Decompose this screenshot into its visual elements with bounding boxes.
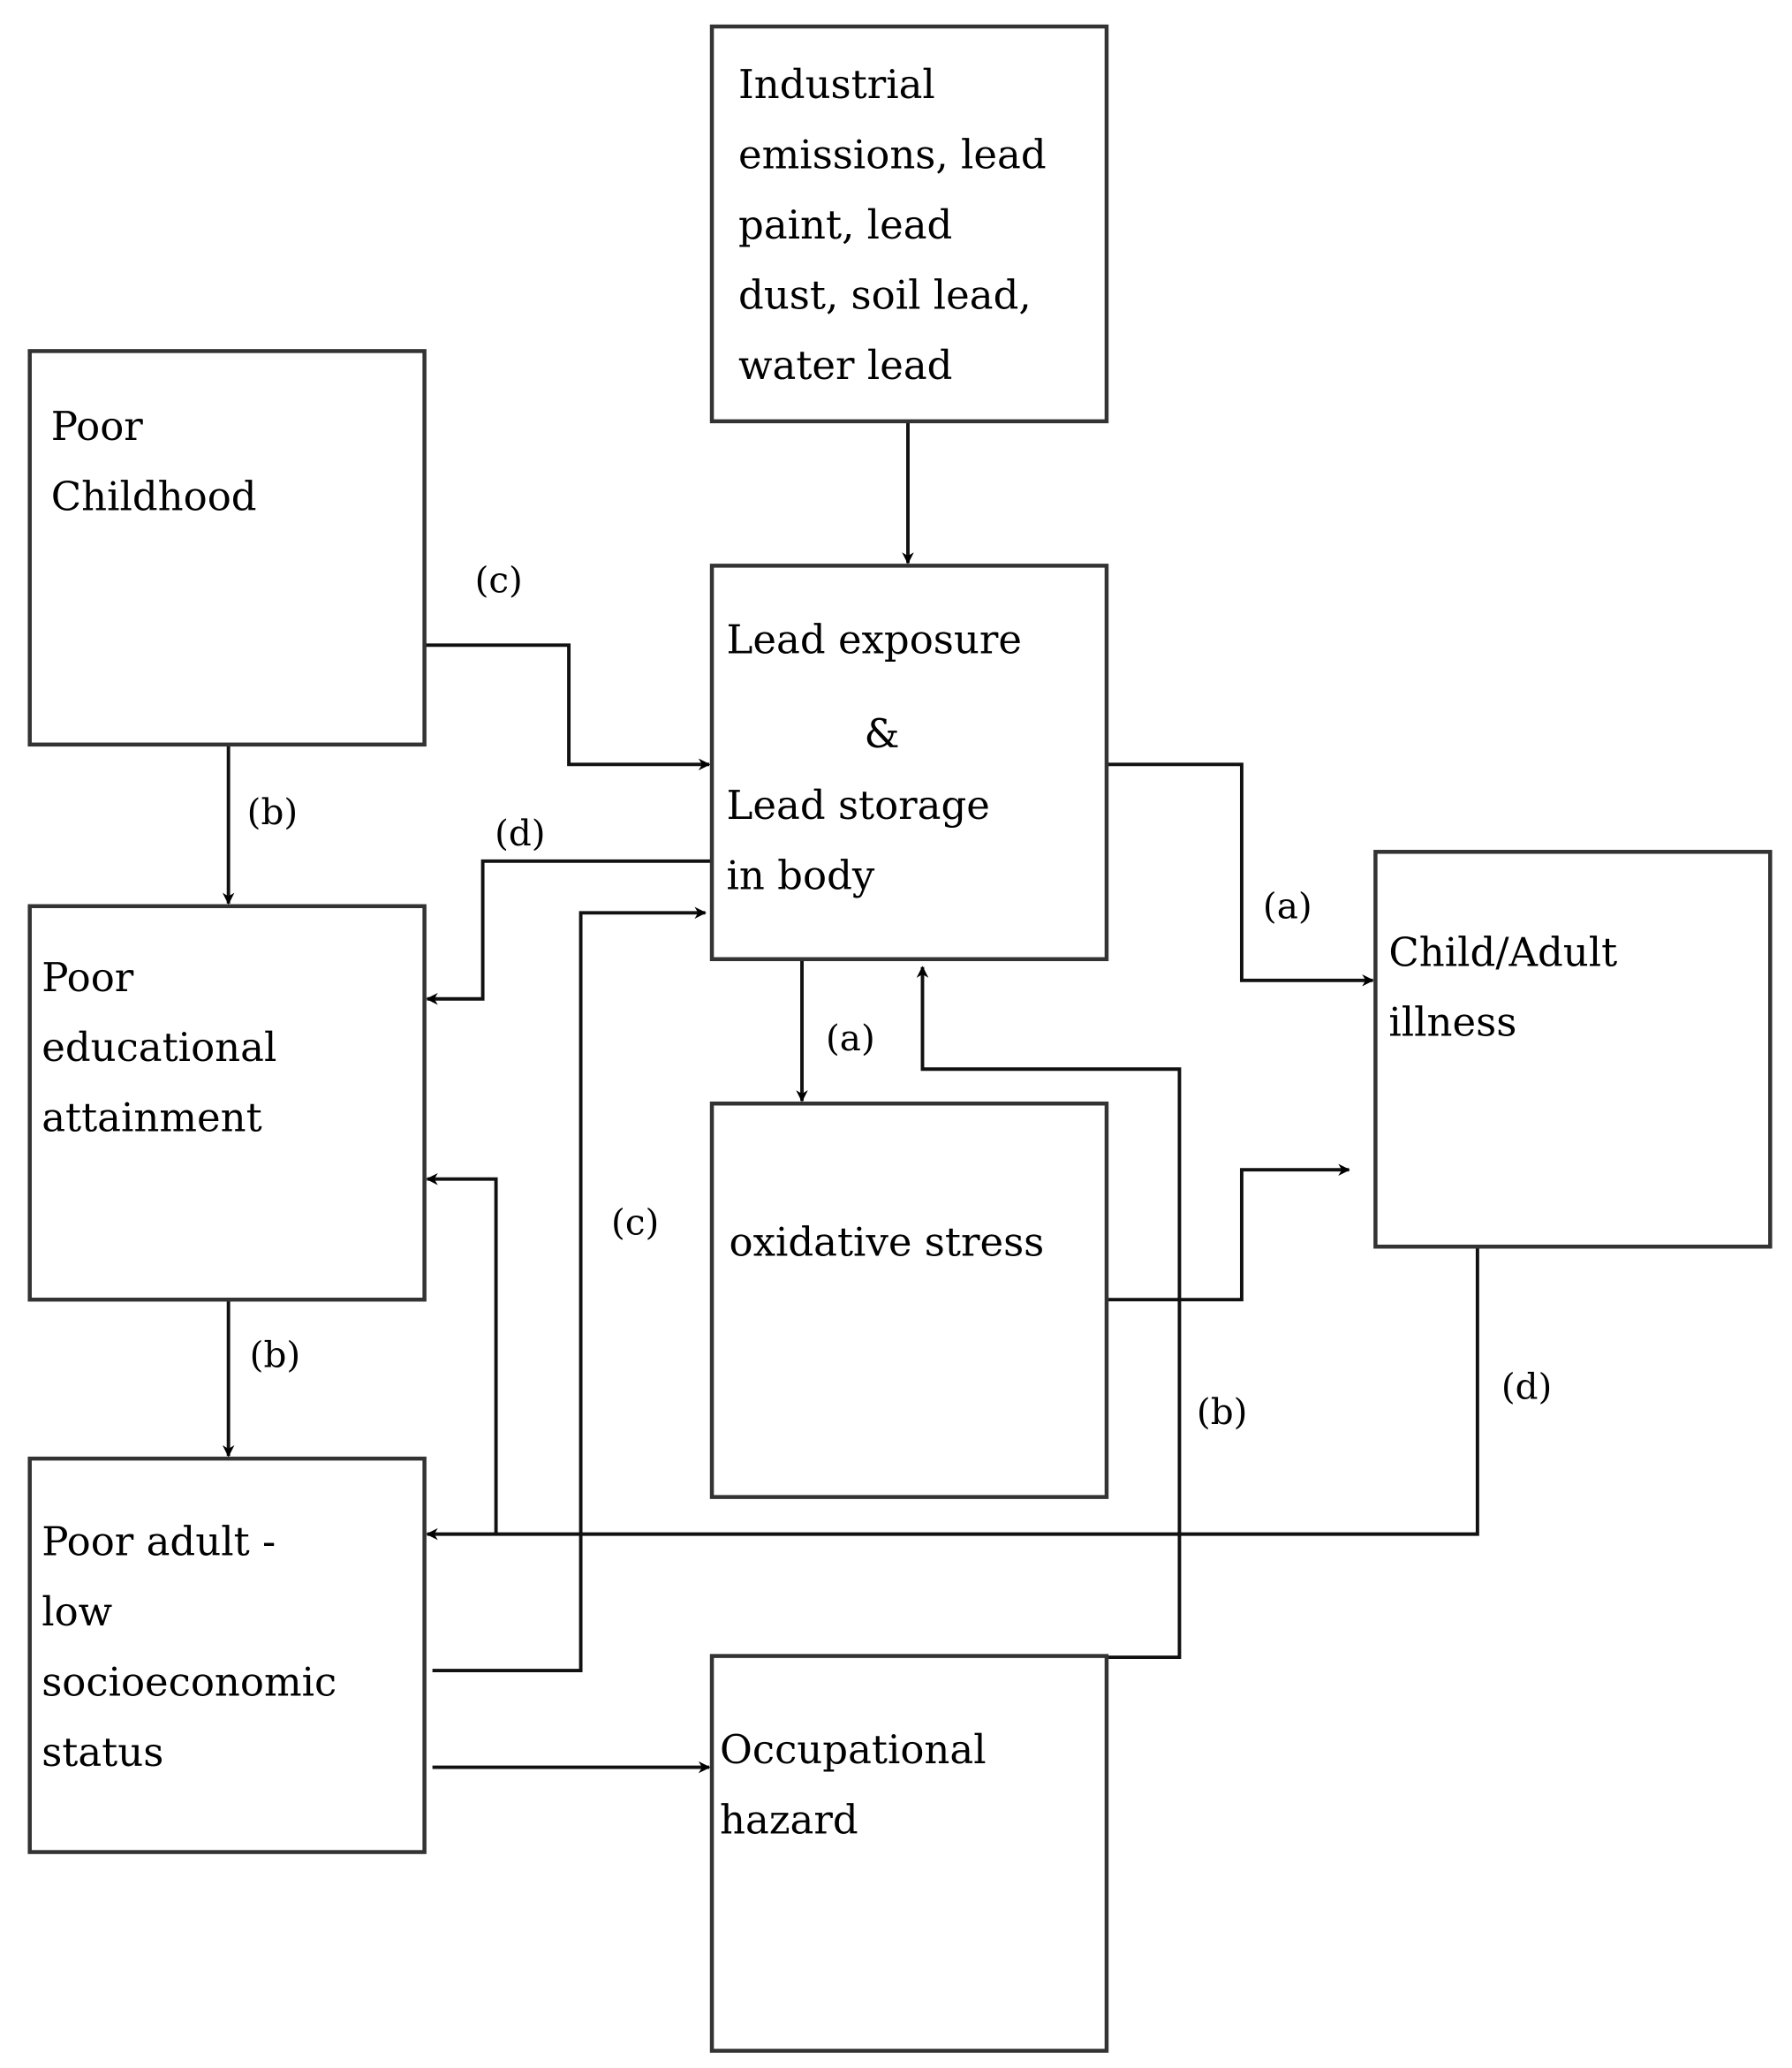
label-illness-to-adult: (d) [1501,1366,1553,1408]
node-text: educational [42,1024,276,1071]
node-text: emissions, lead [738,131,1047,178]
node-text: Poor [51,403,144,450]
label-occupational-to-lead: (b) [1197,1390,1248,1433]
edge-labels: (c) (b) (d) (c) (a) (a) (b) (d) (b) [247,558,1553,1433]
node-industrial-sources: Industrial emissions, lead paint, lead d… [709,24,1109,424]
node-text: paint, lead [738,201,952,248]
node-text: & [865,710,900,757]
node-text: water lead [738,342,952,389]
node-text: Lead storage [727,782,990,829]
node-text: socioeconomic [42,1659,336,1706]
node-text: Industrial [738,61,935,108]
edge-lead-to-education [426,859,713,1005]
node-oxidative-stress: oxidative stress [709,1101,1109,1499]
node-poor-adult: Poor adult - low socioeconomic status [27,1456,427,1854]
node-text: Child/Adult [1388,928,1617,975]
node-text: dust, soil lead, [738,271,1032,318]
edge-illness-to-education [426,1172,498,1534]
node-text: Poor adult - [42,1519,276,1565]
node-text: low [42,1588,112,1635]
label-lead-to-illness: (a) [1263,884,1312,927]
node-text: hazard [720,1797,858,1844]
node-text: illness [1388,999,1516,1046]
node-poor-childhood: Poor Childhood [27,349,427,747]
label-childhood-to-lead: (c) [475,558,523,601]
node-poor-education: Poor educational attainment [27,904,427,1302]
label-education-to-adult: (b) [250,1334,301,1376]
edge-lead-to-illness [1106,762,1374,987]
node-text: Childhood [51,473,257,519]
edge-occupational-to-lead [916,966,1182,1660]
label-lead-to-oxidative: (a) [826,1017,875,1059]
edge-adult-to-lead [432,906,707,1673]
edge-childhood-to-lead [424,643,711,771]
node-text: Poor [42,954,134,1001]
node-illness: Child/Adult illness [1373,850,1773,1249]
node-text: Lead exposure [727,616,1022,663]
label-adult-to-lead: (c) [611,1201,659,1244]
node-lead-exposure: Lead exposure & Lead storage in body [709,564,1109,962]
node-text: in body [727,852,875,898]
edge-illness-to-adult [426,1246,1479,1541]
edges [222,420,1479,1774]
node-occupational-hazard: Occupational hazard [709,1654,1109,2053]
node-text: Occupational [720,1726,987,1773]
label-lead-to-education: (d) [495,812,546,854]
node-text: oxidative stress [730,1219,1045,1266]
label-childhood-to-education: (b) [247,791,299,833]
edge-oxidative-to-illness [1106,1163,1350,1302]
node-text: status [42,1729,163,1776]
node-text: attainment [42,1095,261,1141]
